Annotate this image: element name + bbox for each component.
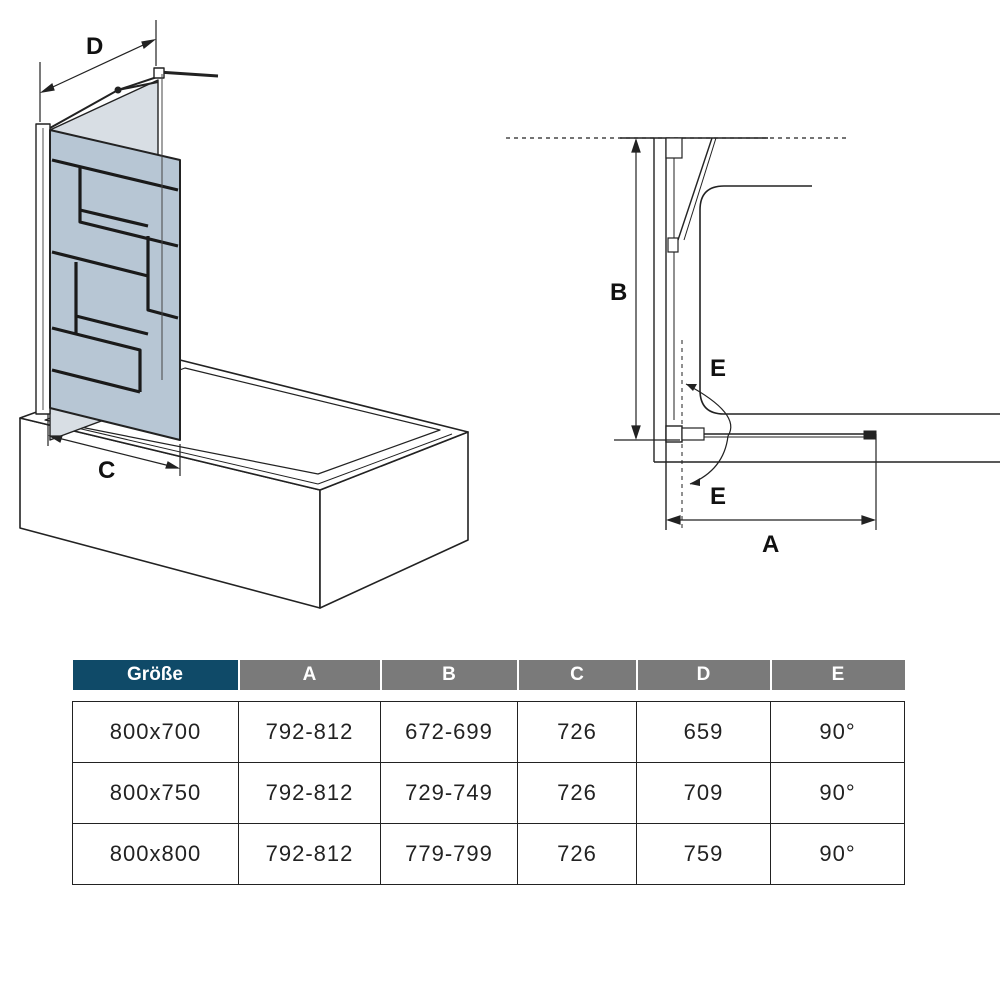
header-size: Größe (72, 660, 239, 690)
shower-screen (35, 67, 219, 441)
cell-a: 792-812 (238, 823, 381, 885)
header-b: B (379, 660, 518, 690)
label-c: C (98, 457, 115, 484)
label-a: A (762, 531, 779, 558)
cell-size: 800x800 (72, 823, 239, 885)
label-d: D (86, 33, 103, 60)
cell-d: 709 (636, 762, 771, 824)
cell-size: 800x700 (72, 701, 239, 763)
cell-e: 90° (770, 823, 905, 885)
size-table: Größe A B C D E 800x700 792-812 672-699 … (72, 660, 905, 885)
header-e: E (769, 660, 905, 690)
cell-c: 726 (517, 823, 637, 885)
cell-size: 800x750 (72, 762, 239, 824)
cell-e: 90° (770, 762, 905, 824)
dimension-d (39, 20, 157, 122)
cell-e: 90° (770, 701, 905, 763)
table-row: 800x700 792-812 672-699 726 659 90° (72, 701, 905, 763)
cell-d: 759 (636, 823, 771, 885)
table-row: 800x800 792-812 779-799 726 759 90° (72, 823, 905, 885)
cell-b: 672-699 (380, 701, 518, 763)
label-e-bottom: E (710, 483, 726, 510)
cell-c: 726 (517, 701, 637, 763)
cell-d: 659 (636, 701, 771, 763)
cell-a: 792-812 (238, 701, 381, 763)
header-c: C (516, 660, 637, 690)
dimension-a (666, 434, 877, 530)
table-row: 800x750 792-812 729-749 726 709 90° (72, 762, 905, 824)
dimension-c (47, 414, 181, 476)
cell-c: 726 (517, 762, 637, 824)
label-e-top: E (710, 355, 726, 382)
cell-a: 792-812 (238, 762, 381, 824)
cell-b: 729-749 (380, 762, 518, 824)
plan-view (506, 137, 1000, 530)
product-drawing: D C (19, 20, 1000, 609)
cell-b: 779-799 (380, 823, 518, 885)
table-header-row: Größe A B C D E (72, 660, 905, 690)
header-d: D (635, 660, 771, 690)
label-b: B (610, 279, 627, 306)
dimension-b (614, 138, 680, 441)
header-a: A (237, 660, 381, 690)
